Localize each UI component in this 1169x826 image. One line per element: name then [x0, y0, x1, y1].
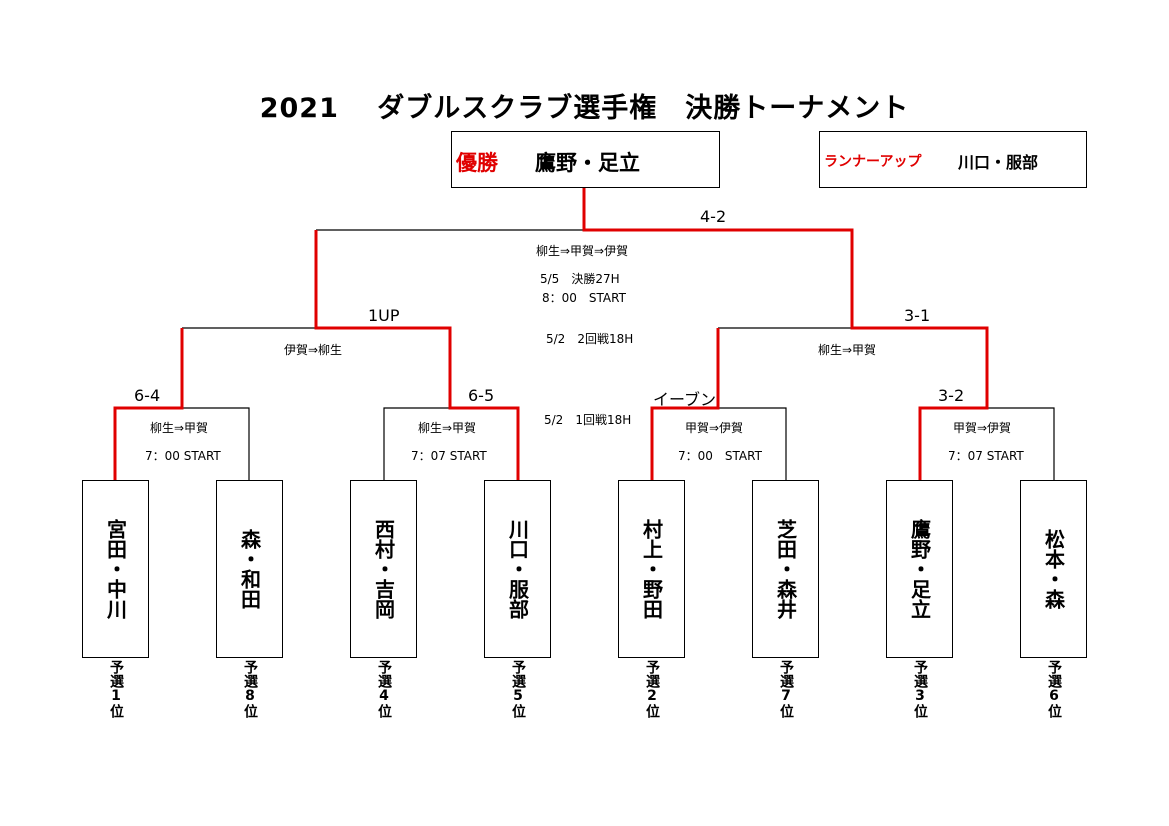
- match-time: 7：00 START: [678, 449, 762, 463]
- page-title: 2021 ダブルスクラブ選手権 決勝トーナメント: [259, 93, 910, 124]
- bracket-line: [718, 407, 787, 480]
- semi-score-right: 3-1: [904, 306, 931, 325]
- seed-rank: 予選8位: [242, 660, 258, 718]
- bracket-winner-path: [113, 188, 989, 480]
- player-name: 森・和田: [237, 529, 262, 609]
- player-box: 芝田・森井: [752, 480, 819, 658]
- match-time: 7：07 START: [948, 449, 1024, 463]
- semi-score-left: 1UP: [368, 306, 400, 325]
- match-order: 甲賀⇒伊賀: [953, 421, 1012, 435]
- final-time: 8：00 START: [542, 291, 626, 305]
- player-name: 鷹野・足立: [907, 519, 932, 619]
- player-name: 松本・森: [1041, 529, 1066, 609]
- bracket-line: [182, 407, 250, 480]
- player-box: 松本・森: [1020, 480, 1087, 658]
- final-score: 4-2: [700, 207, 727, 226]
- player-name: 西村・吉岡: [371, 519, 396, 619]
- round1-score: イーブン: [653, 390, 717, 409]
- champion-box: [451, 131, 720, 188]
- bracket-line: [383, 407, 450, 480]
- champion-label: 優勝: [456, 151, 498, 175]
- winner-line: [650, 328, 720, 480]
- match-order: 甲賀⇒伊賀: [685, 421, 744, 435]
- semi-order-right: 柳生⇒甲賀: [818, 343, 877, 357]
- winner-line: [314, 230, 520, 480]
- runner-up-label: ランナーアップ: [824, 154, 922, 170]
- match-time: 7：00 START: [145, 449, 221, 463]
- final-order: 柳生⇒甲賀⇒伊賀: [536, 244, 629, 258]
- seed-rank: 予選4位: [376, 660, 392, 718]
- bracket-line: [987, 407, 1055, 480]
- match-order: 柳生⇒甲賀: [150, 421, 209, 435]
- winner-line: [113, 328, 184, 480]
- seed-rank: 予選5位: [510, 660, 526, 718]
- round1-schedule: 5/2 1回戦18H: [544, 413, 632, 427]
- seed-rank: 予選3位: [912, 660, 928, 718]
- match-order: 柳生⇒甲賀: [418, 421, 477, 435]
- round2-schedule: 5/2 2回戦18H: [546, 332, 634, 346]
- player-box: 鷹野・足立: [886, 480, 953, 658]
- player-box: 宮田・中川: [82, 480, 149, 658]
- winner-line: [582, 188, 989, 480]
- runner-up-name: 川口・服部: [958, 153, 1039, 172]
- semi-order-left: 伊賀⇒柳生: [284, 343, 343, 357]
- player-box: 森・和田: [216, 480, 283, 658]
- final-date: 5/5 決勝27H: [540, 272, 620, 286]
- player-name: 宮田・中川: [103, 519, 128, 619]
- player-box: 西村・吉岡: [350, 480, 417, 658]
- round1-score: 6-4: [134, 386, 161, 405]
- round1-score: 3-2: [938, 386, 965, 405]
- champion-name: 鷹野・足立: [535, 151, 640, 175]
- player-name: 村上・野田: [639, 519, 664, 619]
- seed-rank: 予選1位: [108, 660, 124, 718]
- runner-up-box: [819, 131, 1087, 188]
- player-name: 芝田・森井: [773, 519, 798, 619]
- bracket-black-lines: [182, 229, 1055, 480]
- player-box: 川口・服部: [484, 480, 551, 658]
- player-box: 村上・野田: [618, 480, 685, 658]
- seed-rank: 予選6位: [1046, 660, 1062, 718]
- seed-rank: 予選7位: [778, 660, 794, 718]
- seed-rank: 予選2位: [644, 660, 660, 718]
- match-time: 7：07 START: [411, 449, 487, 463]
- player-name: 川口・服部: [505, 519, 530, 619]
- round1-score: 6-5: [468, 386, 495, 405]
